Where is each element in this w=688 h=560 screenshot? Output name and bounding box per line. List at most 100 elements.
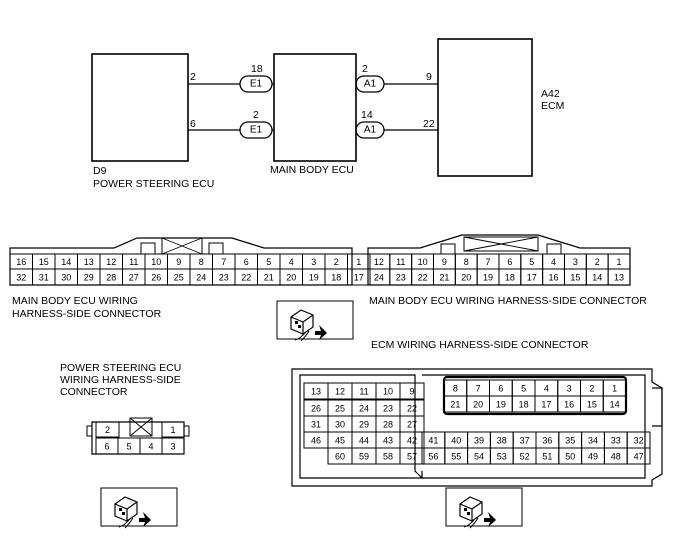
pin-cell: 24 (351, 399, 377, 417)
pin-cell: 7 (466, 379, 490, 397)
pin-number: 55 (451, 452, 461, 462)
pin-cell: 9 (399, 382, 425, 400)
pin-number: 23 (383, 404, 393, 414)
pin-number: 16 (16, 257, 26, 267)
pin-cell: 26 (303, 399, 329, 417)
pin-number: 11 (396, 257, 405, 267)
pin-number: 11 (129, 257, 138, 267)
connector-a1-pin14: A1 14 (355, 109, 385, 139)
pin-number: 10 (418, 257, 428, 267)
pin-cell: 56 (421, 447, 446, 465)
pin-number: 18 (519, 400, 529, 410)
pin-number: 60 (335, 452, 345, 462)
pin-number: 58 (383, 452, 393, 462)
pin-number: 14 (592, 273, 602, 283)
pin-number: 31 (311, 420, 321, 430)
pin-cell: 34 (581, 431, 605, 449)
pin-cell: 31 (32, 268, 56, 286)
pin-cell: 45 (327, 431, 353, 449)
pin-cell: 15 (563, 268, 587, 286)
pin-cell: 19 (302, 268, 326, 286)
pin-cell: 6 (234, 253, 258, 270)
power-steering-ecu-box (91, 53, 189, 162)
pin-cell: 16 (557, 395, 581, 413)
pin-cell: 6 (489, 379, 513, 397)
pin-number: 15 (39, 257, 49, 267)
pin-number: 22 (407, 404, 417, 414)
pin-cell: 11 (122, 253, 146, 270)
connector-view-icon (445, 487, 523, 529)
pin-cell: 3 (302, 253, 326, 270)
pin-number: 28 (383, 420, 393, 430)
pin-number: 26 (311, 404, 321, 414)
pin-cell: 17 (347, 268, 371, 286)
pin-number: 51 (542, 452, 552, 462)
pin-number: 18 (331, 273, 341, 283)
pin-number: 19 (483, 273, 493, 283)
pin-cell: 40 (444, 431, 469, 449)
pin-cell: 32 (626, 431, 651, 449)
pin-cell: 41 (421, 431, 446, 449)
connector-e1-pin18: E1 18 (239, 63, 273, 93)
pin-cell: 52 (512, 447, 537, 465)
connector-tag: E1 (250, 125, 263, 136)
pin-number: 3 (170, 442, 175, 452)
pin-cell: 4 (279, 253, 303, 270)
pin-cell: 44 (351, 431, 377, 449)
connector-tag: A1 (364, 79, 377, 90)
pin-number: 39 (474, 436, 484, 446)
pin-cell: 58 (375, 447, 401, 465)
pin-cell: 18 (511, 395, 536, 413)
pin-cell: 13 (303, 382, 329, 400)
pin-cell: 25 (327, 399, 353, 417)
pin-number: 47 (634, 452, 644, 462)
pin-cell: 11 (389, 253, 413, 270)
pin-number: 17 (354, 273, 364, 283)
pin-number: 27 (407, 420, 417, 430)
pin-number: 2 (334, 257, 339, 267)
pin-number: 36 (542, 436, 552, 446)
pin-cell: 28 (99, 268, 123, 286)
pin-number: 15 (587, 400, 597, 410)
pin-number: 33 (611, 436, 621, 446)
pin-cell: 16 (9, 253, 33, 270)
pin-cell: 6 (498, 253, 522, 270)
pin-cell: 19 (476, 268, 500, 286)
pin-cell: 15 (580, 395, 604, 413)
pin-cell: 10 (144, 253, 168, 270)
pin-cell: 53 (489, 447, 514, 465)
ps-ecu-code: D9 (93, 165, 107, 177)
pin-number: 19 (496, 400, 506, 410)
pin-cell: 9 (167, 253, 191, 270)
pin-number: 34 (588, 436, 598, 446)
pin-cell: 13 (77, 253, 101, 270)
pin-number: 52 (520, 452, 530, 462)
ps-pin-a: 2 (190, 71, 196, 83)
pin-cell: 47 (626, 447, 651, 465)
pin-number: 24 (196, 273, 206, 283)
pin-cell: 42 (399, 431, 425, 449)
pin-number: 22 (418, 273, 428, 283)
pin-cell: 14 (54, 253, 78, 270)
caption-power-steering-line1: POWER STEERING ECU (60, 362, 181, 374)
pin-cell: 18 (324, 268, 348, 286)
pin-number: 14 (610, 400, 620, 410)
pin-cell: 8 (189, 253, 213, 270)
pin-cell: 27 (122, 268, 146, 286)
pin-number: 5 (126, 442, 131, 452)
pin-number: 23 (219, 273, 229, 283)
pin-number: 21 (264, 273, 274, 283)
pin-cell: 23 (375, 399, 401, 417)
pin-number: 16 (564, 400, 574, 410)
pin-cell: 21 (443, 395, 468, 413)
pin-number: 20 (286, 273, 296, 283)
pin-number: 30 (61, 273, 71, 283)
pin-number: 32 (16, 273, 26, 283)
pin-number: 19 (309, 273, 319, 283)
ecm-name: ECM (541, 100, 564, 112)
pin-number: 1 (356, 257, 361, 267)
caption-main-body-a1: MAIN BODY ECU WIRING HARNESS-SIDE CONNEC… (369, 295, 647, 307)
pin-number: 25 (335, 404, 345, 414)
pin-cell: 32 (9, 268, 33, 286)
